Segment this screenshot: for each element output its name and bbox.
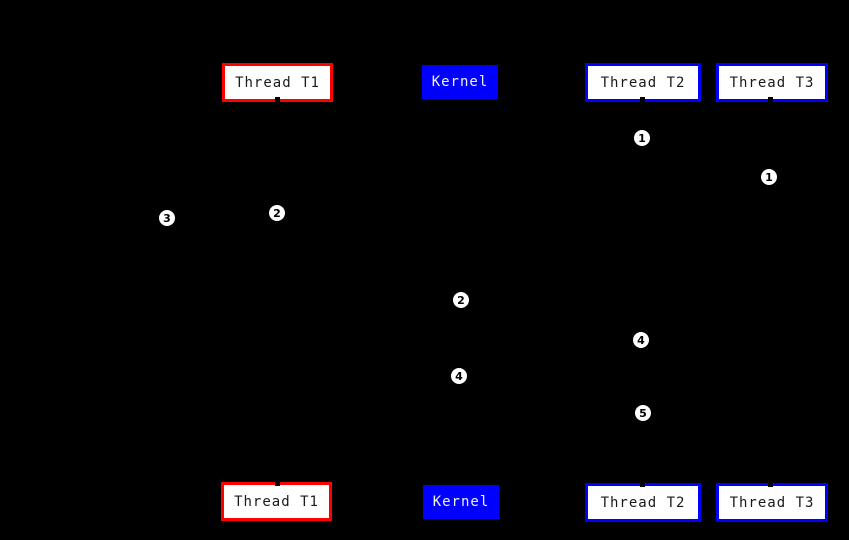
actor-box-thread-t3-bottom: Thread T3: [716, 483, 828, 522]
step-marker: 1: [633, 129, 651, 147]
lifeline-tick: [768, 97, 773, 104]
step-marker: 3: [158, 209, 176, 227]
step-marker: 1: [760, 168, 778, 186]
actor-box-thread-t1-top: Thread T1: [222, 63, 333, 102]
actor-box-kernel-bottom: Kernel: [423, 485, 499, 519]
lifeline-tick: [640, 97, 645, 104]
step-marker: 4: [450, 367, 468, 385]
lifeline-tick: [275, 97, 280, 104]
step-marker: 2: [268, 204, 286, 222]
lifeline-tick: [768, 480, 773, 487]
lifeline-tick: [640, 480, 645, 487]
lifeline-tick: [275, 479, 280, 486]
actor-box-thread-t2-bottom: Thread T2: [585, 483, 701, 522]
step-marker: 2: [452, 291, 470, 309]
step-marker: 4: [632, 331, 650, 349]
actor-box-thread-t3-top: Thread T3: [716, 63, 828, 102]
actor-box-kernel-top: Kernel: [422, 65, 498, 99]
step-marker: 5: [634, 404, 652, 422]
actor-box-thread-t1-bottom: Thread T1: [221, 482, 332, 521]
